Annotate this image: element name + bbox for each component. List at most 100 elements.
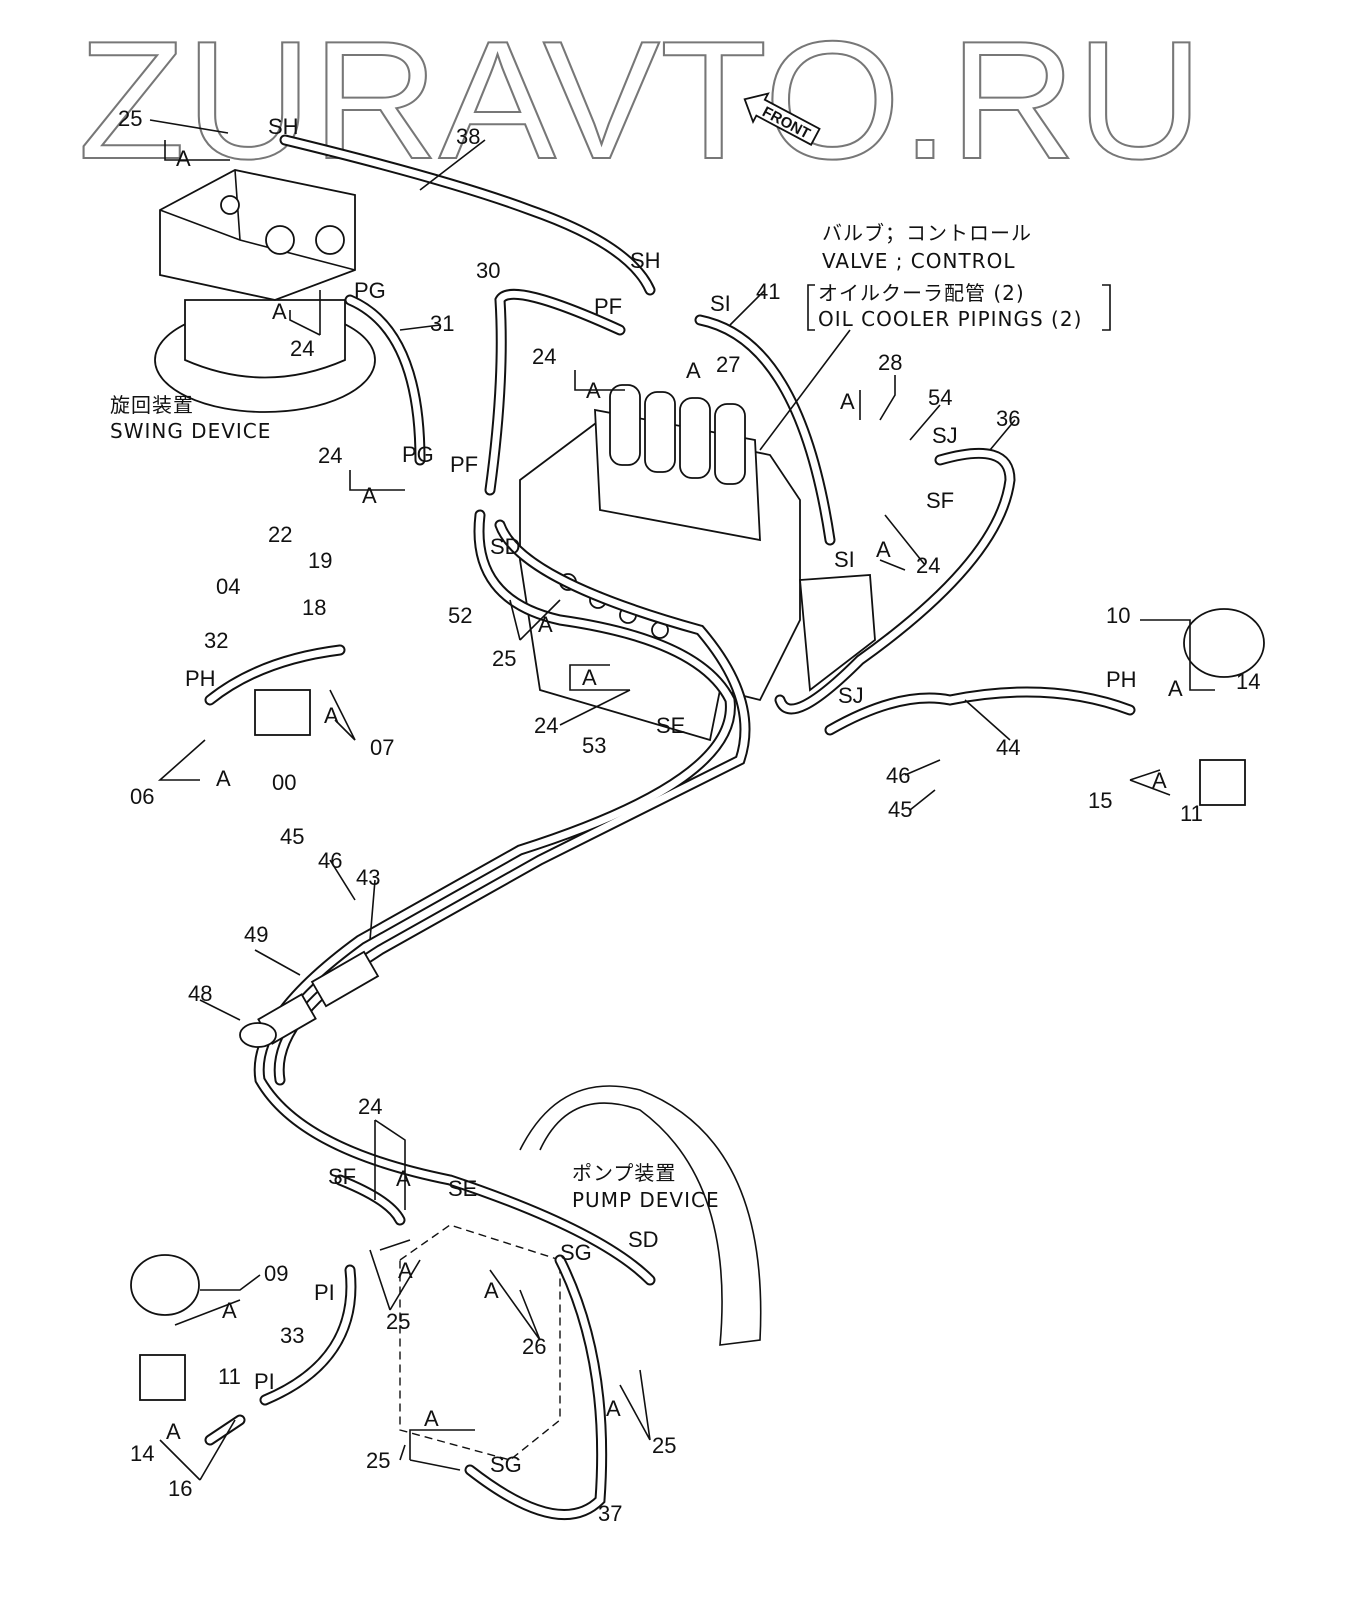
part-label: SE	[448, 1176, 477, 1201]
part-label: 46	[318, 848, 342, 873]
hose	[346, 296, 424, 464]
part-label: PG	[402, 442, 434, 467]
part-label: 11	[218, 1364, 241, 1389]
hose	[486, 290, 624, 494]
part-label: 14	[130, 1441, 154, 1466]
part-label: 16	[168, 1476, 192, 1501]
part-label: 04	[216, 574, 240, 599]
part-label: PG	[354, 278, 386, 303]
hose	[826, 688, 1134, 734]
bracket-left	[807, 284, 815, 331]
part-label: A	[222, 1298, 237, 1323]
swing-device-caption-en: SWING DEVICE	[110, 419, 271, 443]
part-label: A	[686, 358, 701, 383]
part-label: 18	[302, 595, 326, 620]
part-label: A	[1168, 676, 1183, 701]
part-label: SJ	[838, 683, 864, 708]
part-label: A	[324, 703, 339, 728]
part-label: A	[166, 1419, 181, 1444]
part-label: A	[176, 146, 191, 171]
part-label: 44	[996, 735, 1020, 760]
part-label: 36	[996, 406, 1020, 431]
part-label: 43	[356, 865, 380, 890]
part-label: 24	[358, 1094, 382, 1119]
part-label: PF	[594, 294, 622, 319]
part-label: 27	[716, 352, 740, 377]
accumulator-right	[1183, 608, 1265, 806]
part-label: 07	[370, 735, 394, 760]
hose	[206, 1416, 244, 1444]
leader-lines	[149, 119, 1215, 1481]
part-label: 26	[522, 1334, 546, 1359]
junction-block-00	[254, 689, 311, 736]
accumulator-left	[130, 1254, 200, 1401]
part-label: 31	[430, 311, 454, 336]
part-label: A	[1152, 768, 1167, 793]
swing-device	[154, 169, 376, 413]
part-label: 24	[290, 336, 314, 361]
part-label: A	[606, 1396, 621, 1421]
part-label: 49	[244, 922, 268, 947]
part-label: 24	[534, 713, 558, 738]
part-label: A	[396, 1166, 411, 1191]
hose	[776, 449, 1014, 713]
part-label: 24	[318, 443, 342, 468]
oil-cooler-caption-en: OIL COOLER PIPINGS (2)	[818, 307, 1082, 331]
part-label: 41	[756, 279, 780, 304]
part-label: 24	[916, 553, 940, 578]
pump-device-caption-en: PUMP DEVICE	[572, 1188, 720, 1212]
hose	[261, 1266, 355, 1404]
part-label: SI	[834, 547, 855, 572]
bracket-right	[1102, 284, 1111, 331]
part-label: A	[484, 1278, 499, 1303]
part-label: SH	[630, 248, 661, 273]
part-label: 38	[456, 124, 480, 149]
hose	[206, 646, 344, 704]
part-label: SD	[628, 1227, 659, 1252]
part-label: SF	[926, 488, 954, 513]
oil-cooler-caption-jp: オイルクーラ配管 (2)	[818, 281, 1025, 305]
part-label: 28	[878, 350, 902, 375]
part-label: PH	[185, 666, 216, 691]
part-label: A	[840, 389, 855, 414]
part-label: 25	[386, 1309, 410, 1334]
part-label: PI	[254, 1369, 275, 1394]
watermark: ZURAVTO.RU	[78, 6, 1203, 194]
part-label: 52	[448, 603, 472, 628]
hose	[696, 316, 834, 544]
part-label: SG	[490, 1452, 522, 1477]
part-label: 14	[1236, 669, 1260, 694]
part-label: A	[582, 665, 597, 690]
part-label: 15	[1088, 788, 1112, 813]
part-label: A	[876, 537, 891, 562]
part-label: 25	[366, 1448, 390, 1473]
hose	[466, 1256, 606, 1518]
part-label: 09	[264, 1261, 288, 1286]
part-label: A	[586, 378, 601, 403]
part-label: A	[272, 299, 287, 324]
part-label: 54	[928, 385, 952, 410]
part-label: 24	[532, 344, 556, 369]
part-label: SJ	[932, 423, 958, 448]
part-label: 46	[886, 763, 910, 788]
part-label: 30	[476, 258, 500, 283]
part-label: 32	[204, 628, 228, 653]
part-label: 00	[272, 770, 296, 795]
part-label: 25	[118, 106, 142, 131]
part-label: PH	[1106, 667, 1137, 692]
part-label: 06	[130, 784, 154, 809]
swing-device-caption-jp: 旋回装置	[110, 393, 194, 417]
part-label: 33	[280, 1323, 304, 1348]
part-label: PF	[450, 452, 478, 477]
part-label: A	[216, 766, 231, 791]
part-label: SG	[560, 1240, 592, 1265]
part-label: 45	[280, 824, 304, 849]
part-label: A	[362, 483, 377, 508]
part-label: 45	[888, 797, 912, 822]
part-label: 25	[652, 1433, 676, 1458]
bundle-clamp-49	[239, 950, 380, 1048]
valve-caption-jp: バルブ；コントロール	[822, 221, 1032, 245]
part-label: SH	[268, 114, 299, 139]
part-label: SI	[710, 291, 731, 316]
